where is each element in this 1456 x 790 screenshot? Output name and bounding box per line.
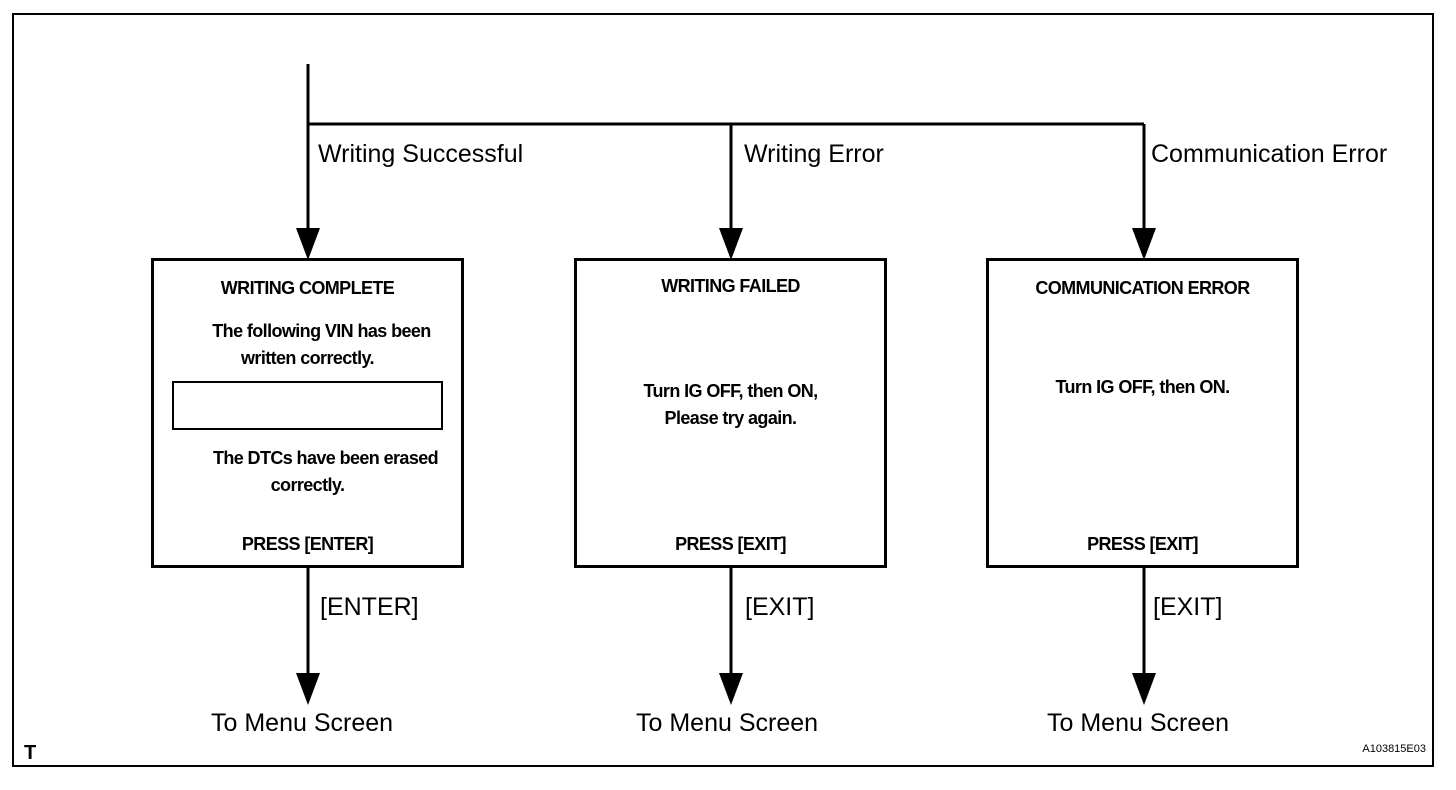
screen-message-line: written correctly. [241, 348, 375, 368]
press-exit-prompt: PRESS [EXIT] [1087, 534, 1198, 554]
arrowhead-menu-3 [1132, 673, 1156, 705]
corner-mark: T [24, 742, 37, 764]
branch-label-success: Writing Successful [318, 140, 524, 168]
destination-menu-screen: To Menu Screen [211, 709, 394, 737]
arrowhead-success [296, 228, 320, 260]
arrowhead-menu-2 [719, 673, 743, 705]
communication-error-screen: COMMUNICATION ERROR Turn IG OFF, then ON… [986, 258, 1299, 568]
arrowhead-comm-error [1132, 228, 1156, 260]
arrowhead-write-error [719, 228, 743, 260]
writing-failed-screen: WRITING FAILED Turn IG OFF, then ON, Ple… [574, 258, 887, 568]
figure-id: A103815E03 [1362, 743, 1426, 755]
screen-title: WRITING FAILED [661, 276, 800, 296]
screen-message-line: Turn IG OFF, then ON. [1055, 377, 1230, 397]
figure-frame [12, 13, 1434, 767]
screen-message-line: Please try again. [664, 408, 797, 428]
vin-display-box [172, 381, 443, 430]
screen-title: WRITING COMPLETE [220, 278, 395, 298]
key-label-enter: [ENTER] [320, 593, 419, 621]
arrowhead-menu-1 [296, 673, 320, 705]
screen-message-line: The DTCs have been erased [212, 448, 439, 468]
writing-complete-screen: WRITING COMPLETE The following VIN has b… [151, 258, 464, 568]
destination-menu-screen: To Menu Screen [1047, 709, 1230, 737]
branch-label-write-error: Writing Error [744, 140, 884, 168]
press-enter-prompt: PRESS [ENTER] [241, 534, 374, 554]
destination-menu-screen: To Menu Screen [636, 709, 819, 737]
key-label-exit: [EXIT] [745, 593, 815, 621]
screen-message-line: The following VIN has been [212, 321, 431, 341]
branch-label-comm-error: Communication Error [1151, 140, 1388, 168]
screen-message-line: Turn IG OFF, then ON, [643, 381, 818, 401]
press-exit-prompt: PRESS [EXIT] [675, 534, 786, 554]
key-label-exit: [EXIT] [1153, 593, 1223, 621]
screen-title: COMMUNICATION ERROR [1035, 278, 1250, 298]
screen-message-line: correctly. [270, 475, 345, 495]
